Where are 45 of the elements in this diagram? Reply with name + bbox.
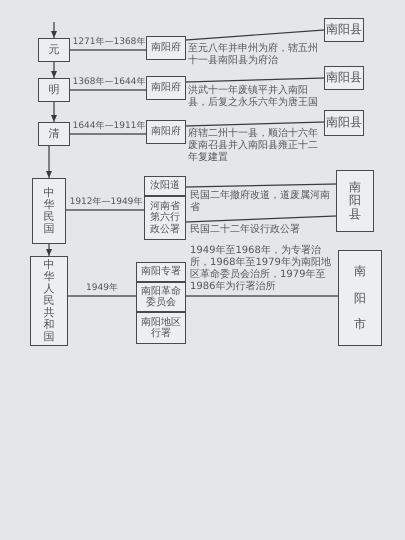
edge-label: 1949年至1968年，为专署治所，1968年至1979年为南阳地区革命委员会治所，1979年至1986年为行署治所 bbox=[190, 245, 332, 293]
office-box: 南阳府 bbox=[146, 120, 186, 144]
arrow bbox=[51, 102, 57, 122]
connector-line bbox=[66, 209, 144, 211]
edge-label: 1644年—1911年 bbox=[72, 121, 146, 132]
county-box: 南阳县 bbox=[324, 18, 364, 42]
edge-label: 民国二十二年设行政公署 bbox=[190, 224, 301, 236]
edge-label: 1912年—1949年 bbox=[68, 197, 144, 208]
connector-line bbox=[186, 29, 324, 41]
office-box: 南阳府 bbox=[146, 76, 186, 100]
office-box: 河南省第六行政公署 bbox=[144, 196, 186, 240]
arrow bbox=[46, 146, 52, 178]
connector-line bbox=[70, 89, 146, 91]
period-box: 中华民国 bbox=[32, 178, 66, 244]
period-box: 清 bbox=[38, 122, 70, 146]
edge-label: 1368年—1644年 bbox=[72, 77, 146, 88]
connector-line bbox=[68, 295, 136, 297]
arrow bbox=[46, 244, 52, 256]
connector-line bbox=[70, 49, 146, 51]
connector-line bbox=[186, 121, 324, 127]
connector-line bbox=[186, 77, 324, 83]
connector-line bbox=[186, 183, 336, 188]
edge-label: 府辖二州十一县，顺治十六年废南召县并入南阳县雍正十二年复建置 bbox=[188, 128, 319, 164]
connector-line bbox=[186, 295, 338, 297]
county-box: 南阳县 bbox=[324, 110, 364, 136]
arrow bbox=[51, 62, 57, 78]
edge-label: 民国二年撤府改道，道废属河南省 bbox=[190, 190, 331, 214]
office-box: 汝阳道 bbox=[144, 176, 186, 196]
connector-line bbox=[186, 215, 336, 223]
edge-label: 至元八年并申州为府，辖五州十一县南阳县为府治 bbox=[188, 43, 319, 67]
county-box: 南阳县 bbox=[336, 170, 374, 232]
period-box: 明 bbox=[38, 78, 70, 102]
period-box: 元 bbox=[38, 38, 70, 62]
edge-label: 1949年 bbox=[85, 283, 119, 294]
office-box: 南阳府 bbox=[146, 36, 186, 60]
arrow bbox=[51, 22, 57, 38]
office-box: 南阳地区行署 bbox=[136, 312, 186, 344]
county-box: 南阳市 bbox=[338, 250, 382, 346]
county-box: 南阳县 bbox=[324, 66, 364, 90]
office-box: 南阳专署 bbox=[136, 262, 186, 282]
connector-line bbox=[70, 133, 146, 135]
period-box: 中华人民共和国 bbox=[30, 256, 68, 346]
office-box: 南阳革命委员会 bbox=[136, 282, 186, 312]
edge-label: 1271年—1368年 bbox=[72, 37, 146, 48]
edge-label: 洪武十一年废镇平并入南阳县，后复之永乐六年为唐王国 bbox=[188, 85, 319, 109]
